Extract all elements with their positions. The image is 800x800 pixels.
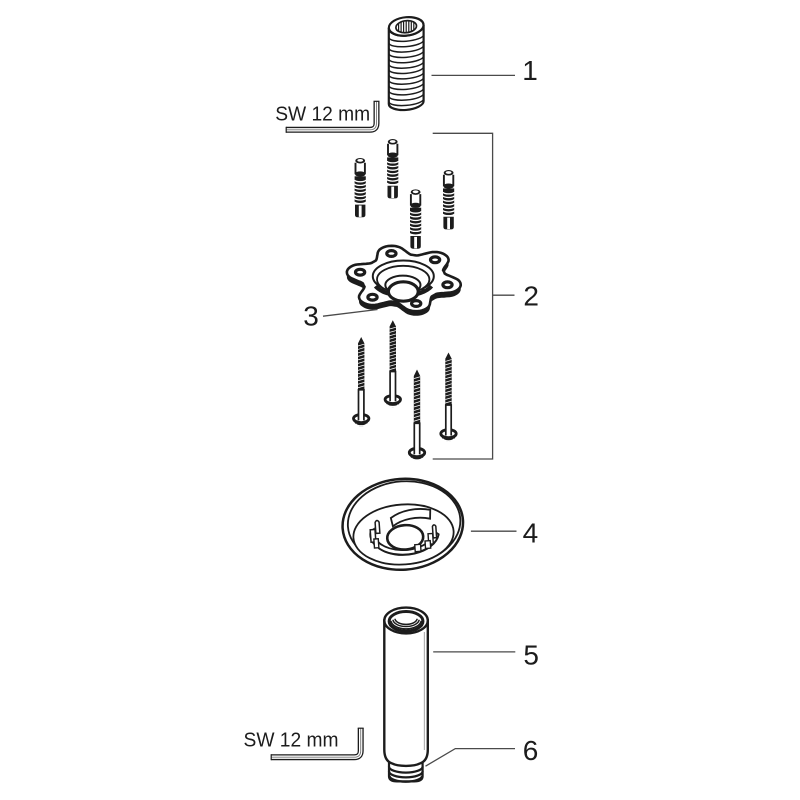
svg-text:5: 5 [523, 639, 539, 670]
svg-text:3: 3 [303, 301, 319, 332]
svg-text:1: 1 [522, 55, 538, 86]
svg-text:6: 6 [523, 735, 539, 766]
svg-text:4: 4 [523, 518, 539, 549]
svg-text:2: 2 [523, 280, 539, 311]
svg-text:SW 12 mm: SW 12 mm [275, 104, 370, 126]
svg-text:SW 12 mm: SW 12 mm [244, 730, 339, 752]
